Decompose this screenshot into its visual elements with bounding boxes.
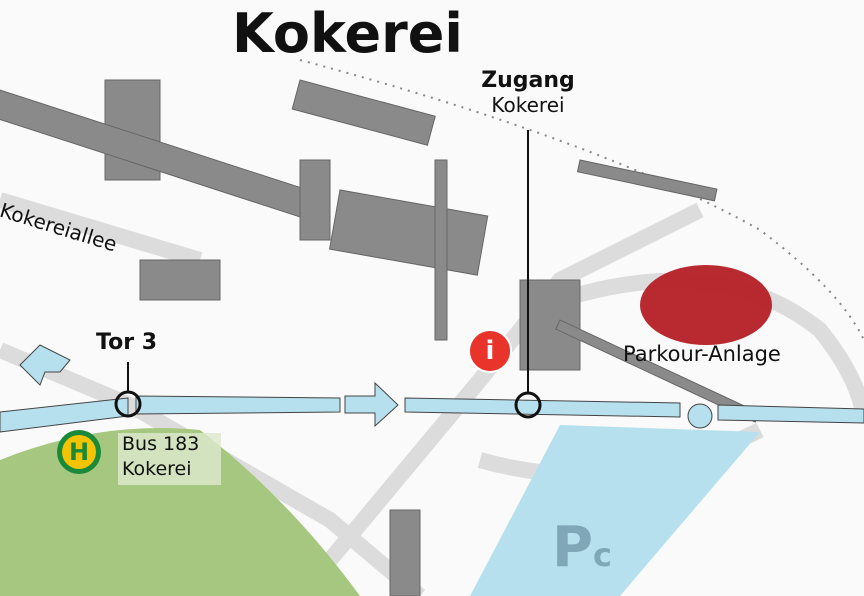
bus-line: Bus 183: [122, 433, 200, 455]
parking-letter: P: [552, 515, 594, 580]
parkour-area[interactable]: [640, 265, 772, 345]
parking-suffix: c: [593, 536, 613, 574]
parking-area: [470, 425, 760, 596]
access-subtitle: Kokerei: [491, 93, 565, 117]
info-icon[interactable]: i: [468, 329, 512, 373]
info-letter: i: [485, 336, 495, 366]
bus-stop-label: Bus 183 Kokerei: [122, 432, 199, 482]
bus-stop-letter: H: [68, 438, 90, 466]
path-junction: [687, 403, 713, 429]
access-title: Zugang: [481, 68, 575, 93]
bus-stop-name: Kokerei: [122, 458, 192, 480]
parkour-label: Parkour-Anlage: [623, 342, 781, 366]
buildings: [0, 79, 761, 596]
railway: [299, 59, 864, 341]
gate-marker[interactable]: [114, 390, 142, 418]
footpath: [0, 344, 864, 433]
gate-label: Tor 3: [96, 330, 158, 355]
access-marker[interactable]: [514, 391, 542, 419]
bus-stop-icon[interactable]: H: [57, 430, 101, 474]
title: Kokerei: [232, 2, 463, 65]
parking-label: Pc: [552, 515, 612, 580]
access-label: Zugang Kokerei: [468, 68, 588, 117]
